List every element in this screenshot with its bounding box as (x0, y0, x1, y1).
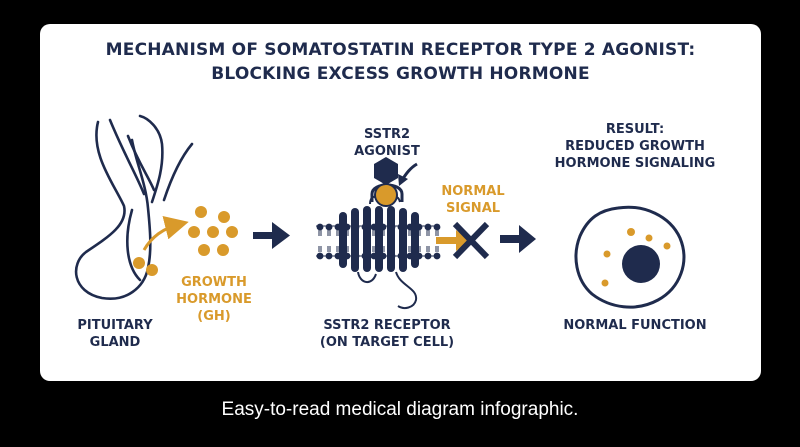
arrow-right-icon (500, 225, 536, 253)
agonist-label-line: SSTR2 (363, 127, 411, 142)
diagram-title: MECHANISM OF SOMATOSTATIN RECEPTOR TYPE … (40, 38, 761, 86)
receptor-label: SSTR2 RECEPTOR (ON TARGET CELL) (302, 317, 472, 351)
title-line-2: BLOCKING EXCESS GROWTH HORMONE (211, 64, 590, 84)
signal-arrow (436, 230, 470, 251)
pituitary-label: PITUITARY GLAND (60, 317, 170, 351)
growth-hormone-label-line: GROWTH (181, 275, 247, 290)
gland-hormone-dot (133, 257, 145, 269)
target-cell-icon (574, 205, 686, 309)
agonist-hexagon-icon (370, 157, 404, 207)
receptor-label-line: (ON TARGET CELL) (319, 335, 455, 350)
result-label-line: REDUCED GROWTH (565, 139, 705, 154)
normal-signal-label-line: NORMAL (441, 184, 505, 199)
receptor-membrane-icon (316, 196, 441, 309)
hormone-particles-icon (188, 206, 238, 256)
agonist-pointer-head (398, 174, 408, 186)
normal-signal-label: NORMAL SIGNAL (428, 183, 518, 217)
mechanism-diagram (74, 114, 686, 309)
receptor-label-line: SSTR2 RECEPTOR (323, 318, 451, 333)
agonist-label: SSTR2 AGONIST (337, 126, 437, 160)
growth-hormone-label: GROWTH HORMONE (GH) (164, 274, 264, 325)
gland-hormone-dot (146, 264, 158, 276)
result-label: RESULT: REDUCED GROWTH HORMONE SIGNALING (545, 121, 725, 172)
result-label-line: HORMONE SIGNALING (554, 156, 716, 171)
infographic-card: MECHANISM OF SOMATOSTATIN RECEPTOR TYPE … (40, 24, 761, 381)
normal-signal-label-line: SIGNAL (445, 201, 501, 216)
secretion-arrow (142, 216, 189, 251)
pituitary-gland-icon (74, 114, 194, 300)
caption: Easy-to-read medical diagram infographic… (221, 399, 579, 420)
growth-hormone-label-line: HORMONE (176, 292, 252, 307)
pituitary-label-line: GLAND (89, 335, 141, 350)
normal-function-label-line: NORMAL FUNCTION (563, 318, 707, 333)
title-line-1: MECHANISM OF SOMATOSTATIN RECEPTOR TYPE … (105, 40, 696, 60)
blocked-x-icon (452, 221, 490, 260)
agonist-label-line: AGONIST (354, 144, 420, 159)
pituitary-label-line: PITUITARY (77, 318, 153, 333)
result-label-line: RESULT: (605, 122, 665, 137)
growth-hormone-label-line: (GH) (197, 309, 231, 324)
normal-function-label: NORMAL FUNCTION (545, 317, 725, 334)
arrow-right-icon (253, 222, 290, 249)
